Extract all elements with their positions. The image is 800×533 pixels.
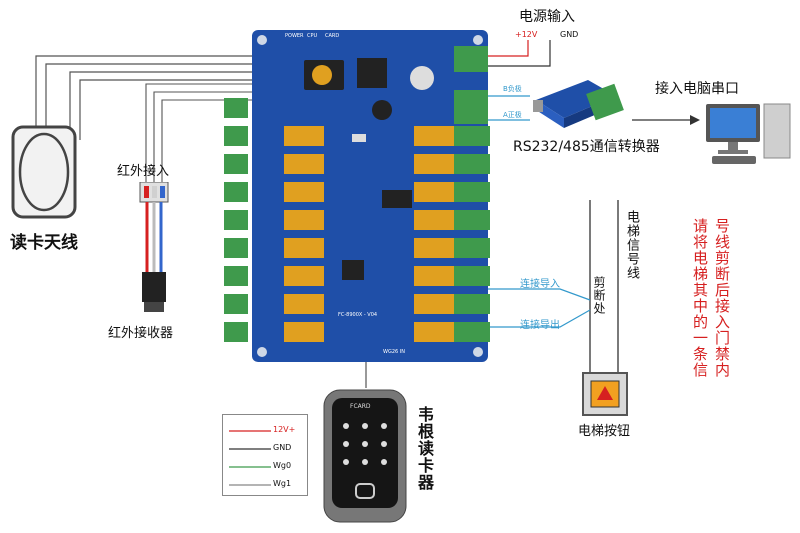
conn-in-label: 连接导入 xyxy=(520,279,560,290)
left-terminals xyxy=(224,98,248,342)
cut-label: 剪断处 xyxy=(591,276,608,315)
b-minus-label: B负极 xyxy=(503,85,522,93)
wiegand-label: 韦根读卡器 xyxy=(415,406,434,491)
relay-array xyxy=(224,98,490,342)
conn-out-wire xyxy=(487,309,591,328)
ir-in-label: 红外接入 xyxy=(117,164,170,179)
antenna-label: 读卡天线 xyxy=(10,233,78,253)
wiegand-reader xyxy=(322,388,408,524)
power-12v: +12V xyxy=(515,30,538,39)
antenna-wire-2 xyxy=(45,63,255,140)
card-antenna xyxy=(10,124,78,220)
antenna-wire-1 xyxy=(35,55,255,140)
ir-receiver-label: 红外接收器 xyxy=(108,326,174,341)
ir-wire-1 xyxy=(145,83,255,182)
left-relays xyxy=(284,126,324,342)
board-model: FC-8900X - V04 xyxy=(338,312,378,318)
power-title: 电源输入 xyxy=(519,9,575,25)
power-wire-12v xyxy=(487,40,529,57)
power-wire-gnd xyxy=(487,40,551,67)
elevator-signal-label: 电梯信号线 xyxy=(624,210,639,280)
converter-label: RS232/485通信转换器 xyxy=(513,139,660,155)
antenna-wire-4 xyxy=(79,79,255,140)
conn-in-wire xyxy=(487,288,591,301)
note-col1: 号线剪断后接入门禁内 xyxy=(713,218,731,378)
ir-receiver xyxy=(134,181,176,314)
rs485-converter xyxy=(528,74,632,132)
elevator-button-label: 电梯按钮 xyxy=(578,424,631,439)
power-terminals xyxy=(454,46,488,124)
conn-out-label: 连接导出 xyxy=(520,320,560,331)
legend-wg1: Wg1 xyxy=(273,479,292,488)
wiegand-brand: FCARD xyxy=(350,403,371,410)
legend-gnd: GND xyxy=(273,443,292,452)
power-gnd: GND xyxy=(560,30,579,39)
computer-icon xyxy=(702,100,796,166)
board-wg-label: WG26 IN xyxy=(383,349,405,355)
right-terminals xyxy=(454,126,490,342)
board-led-card: CARD xyxy=(325,33,340,39)
a-plus-label: A正极 xyxy=(503,111,522,119)
computer-arrowhead xyxy=(690,115,700,125)
computer-label: 接入电脑串口 xyxy=(655,81,739,97)
board-led-power: POWER xyxy=(285,33,304,39)
board-led-cpu: CPU xyxy=(307,33,318,39)
note-col2: 请将电梯其中的一条信 xyxy=(691,218,709,378)
elevator-button xyxy=(582,372,628,416)
right-relays xyxy=(414,126,454,342)
legend-wg0: Wg0 xyxy=(273,461,292,470)
wiegand-legend: 12V+ GND Wg0 Wg1 xyxy=(222,414,308,496)
legend-12v: 12V+ xyxy=(273,425,296,434)
ir-wire-2 xyxy=(153,91,255,182)
antenna-wire-3 xyxy=(69,71,255,140)
